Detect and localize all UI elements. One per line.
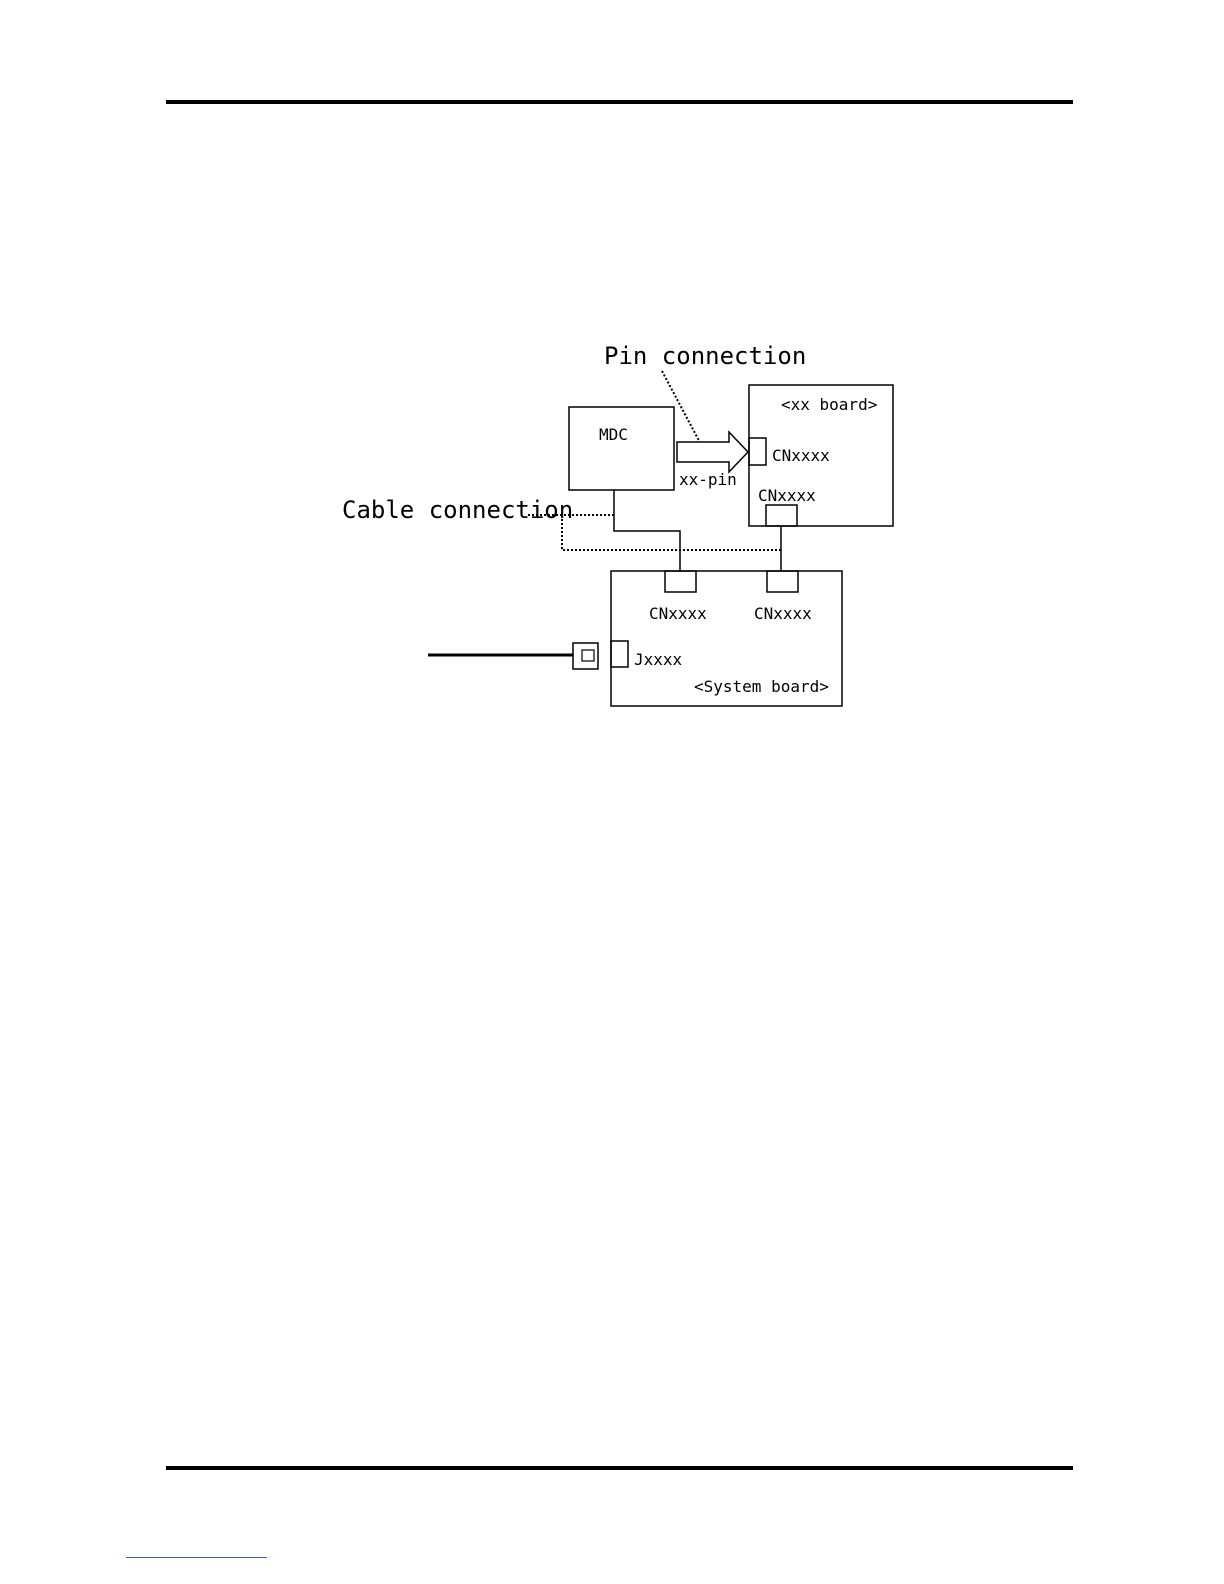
xx-board-side-connector <box>749 438 766 465</box>
system-board-jack <box>611 641 628 667</box>
xx-pin-label: xx-pin <box>679 470 737 489</box>
mdc-label: MDC <box>599 425 628 444</box>
system-board-label: <System board> <box>694 677 829 696</box>
pin-connection-label: Pin connection <box>604 342 806 370</box>
pin-connection-leader <box>662 371 705 452</box>
system-board-left-connector-label: CNxxxx <box>649 604 707 623</box>
xx-board-bottom-connector-label: CNxxxx <box>758 486 816 505</box>
xx-board-label: <xx board> <box>781 395 877 414</box>
mdc-module <box>569 407 674 490</box>
system-board-right-connector-label: CNxxxx <box>754 604 812 623</box>
footnote-rule <box>126 1557 267 1558</box>
footer-rule <box>166 1466 1073 1470</box>
jack-label: Jxxxx <box>634 650 683 669</box>
xx-board-bottom-connector <box>766 505 797 526</box>
cable-connection-label: Cable connection <box>342 496 573 524</box>
cable-mdc-to-system <box>614 490 680 571</box>
xx-board-side-connector-label: CNxxxx <box>772 446 830 465</box>
system-board-left-connector <box>665 571 696 592</box>
system-board-right-connector <box>767 571 798 592</box>
pin-connection-arrow <box>677 432 748 472</box>
